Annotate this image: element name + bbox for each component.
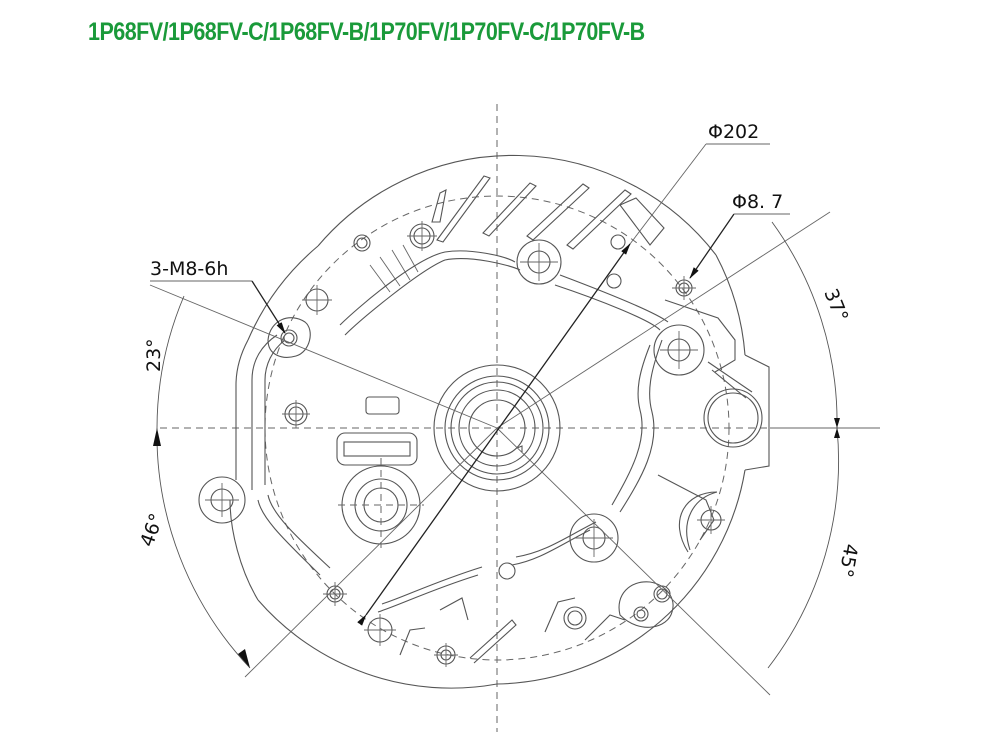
angle-45-label: 45° xyxy=(834,542,862,579)
boss-hole-bottom-right xyxy=(563,606,587,630)
threaded-hole-upper-left xyxy=(267,317,311,358)
thread-callout-label: 3-M8-6h xyxy=(150,258,228,280)
angle-37-label: 37° xyxy=(819,286,852,325)
inner-frame xyxy=(251,250,753,664)
hole-diameter-dimension: Φ8. 7 xyxy=(689,191,790,279)
pitch-circle xyxy=(264,195,730,661)
thread-callout: 3-M8-6h xyxy=(150,258,286,334)
angle-23-label: 23° xyxy=(143,338,165,372)
angle-46-label: 46° xyxy=(136,511,168,550)
angle-arcs xyxy=(153,221,840,669)
outer-contour xyxy=(229,154,770,689)
hole-diameter-label: Φ8. 7 xyxy=(732,191,783,213)
model-title: 1P68FV/1P68FV-C/1P68FV-B/1P70FV/1P70FV-C… xyxy=(88,18,645,46)
diameter-202-dimension: Φ202 xyxy=(357,121,770,626)
left-features xyxy=(336,396,424,548)
boss-hole-right-large xyxy=(703,388,763,448)
diameter-202-label: Φ202 xyxy=(708,121,759,143)
threaded-hole-lower-right xyxy=(618,581,674,628)
